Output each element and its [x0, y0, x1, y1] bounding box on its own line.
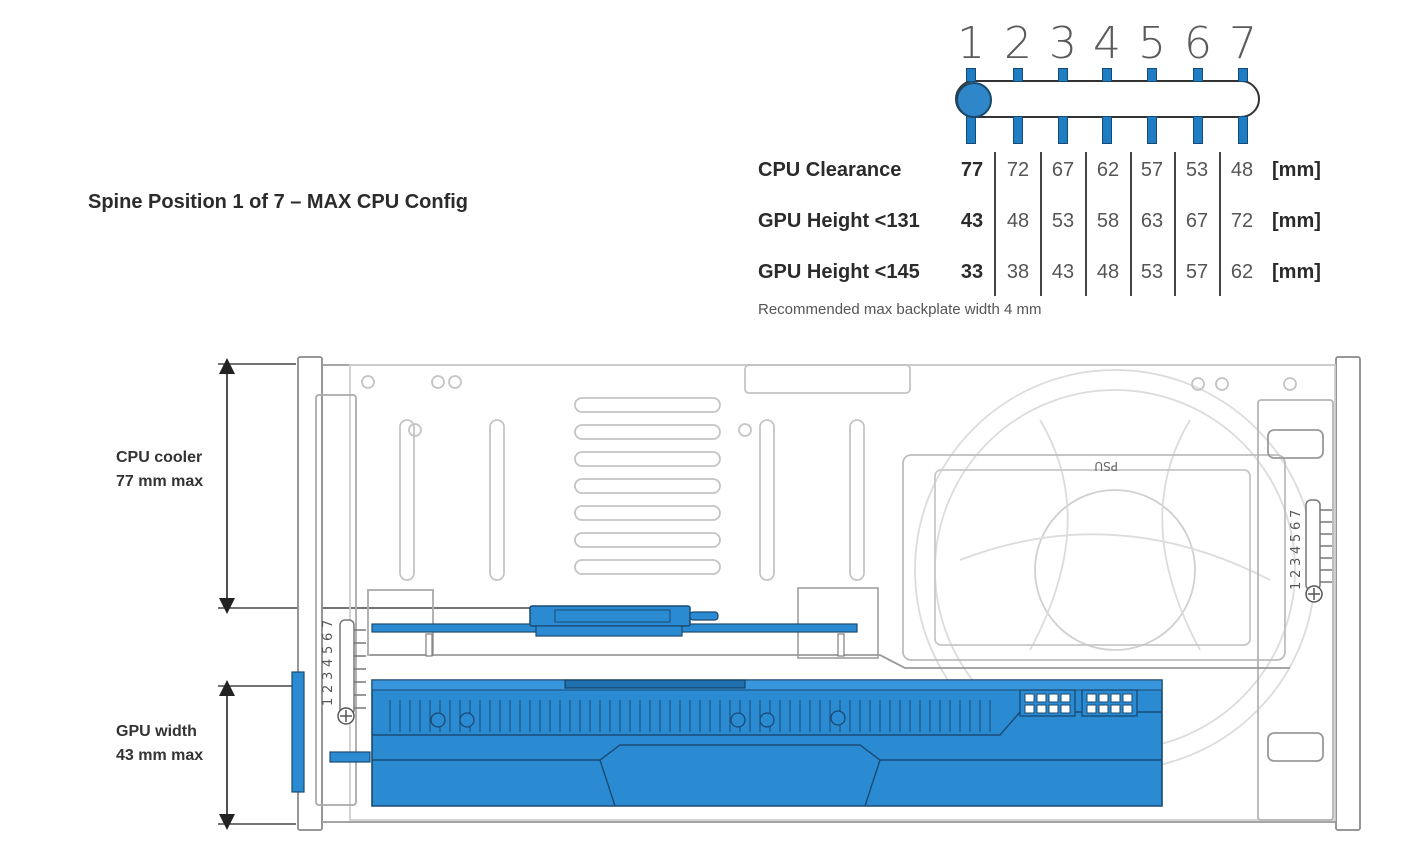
right-scale-1: 1	[1289, 582, 1304, 590]
slider-tick-bottom-5	[1147, 116, 1157, 144]
row-label-gpu-height-131: GPU Height <131	[758, 210, 920, 232]
gpu-width-max-label: 43 mm max	[116, 747, 204, 764]
right-scale-4: 4	[1289, 546, 1304, 554]
position-number-6[interactable]: 6	[1184, 18, 1212, 69]
table-cell: 53	[1140, 261, 1164, 283]
table-cell: 48	[1096, 261, 1120, 283]
left-scale-7: 7	[321, 620, 336, 628]
slider-tick-bottom-4	[1102, 116, 1112, 144]
page-title: Spine Position 1 of 7 – MAX CPU Config	[88, 191, 469, 213]
slider-tick-top-6	[1193, 68, 1203, 82]
gpu-width-dimension-label: GPU width 43 mm max	[116, 720, 203, 768]
right-scale-5: 5	[1289, 534, 1304, 542]
cpu-cooler-dimension-label: CPU cooler 77 mm max	[116, 446, 203, 494]
table-cell: 33	[960, 261, 984, 283]
column-divider	[1174, 152, 1176, 296]
left-scale-1: 1	[321, 698, 336, 706]
dimension-arrows	[218, 358, 530, 830]
gpu-width-label: GPU width	[116, 723, 197, 740]
left-scale-5: 5	[321, 646, 336, 654]
table-cell: 48	[1006, 210, 1030, 232]
backplate-note: Recommended max backplate width 4 mm	[758, 301, 1042, 318]
column-divider	[1219, 152, 1221, 296]
motherboard	[371, 605, 858, 657]
table-cell: 43	[1051, 261, 1075, 283]
unit-label: [mm]	[1272, 261, 1321, 283]
position-number-2[interactable]: 2	[1004, 18, 1032, 69]
table-cell: 63	[1140, 210, 1164, 232]
left-spine-scale: 1 2 3 4 5 6 7	[321, 619, 366, 725]
table-cell: 72	[1006, 159, 1030, 181]
table-cell: 53	[1051, 210, 1075, 232]
table-cell: 67	[1051, 159, 1075, 181]
slider-tick-top-3	[1058, 68, 1068, 82]
row-label-cpu-clearance: CPU Clearance	[758, 159, 902, 181]
right-scale-3: 3	[1289, 558, 1304, 566]
unit-label: [mm]	[1272, 210, 1321, 232]
slider-tick-top-7	[1238, 68, 1248, 82]
slider-tick-bottom-6	[1193, 116, 1203, 144]
table-cell: 57	[1185, 261, 1209, 283]
table-cell: 67	[1185, 210, 1209, 232]
left-scale-3: 3	[321, 672, 336, 680]
position-number-4[interactable]: 4	[1093, 18, 1121, 69]
cpu-cooler-max-label: 77 mm max	[116, 473, 204, 490]
slider-tick-bottom-2	[1013, 116, 1023, 144]
column-divider	[1130, 152, 1132, 296]
right-scale-7: 7	[1289, 510, 1304, 518]
table-cell: 43	[960, 210, 984, 232]
right-scale-6: 6	[1289, 522, 1304, 530]
slider-tick-top-4	[1102, 68, 1112, 82]
gpu	[291, 671, 1163, 807]
table-cell: 62	[1096, 159, 1120, 181]
slider-tick-top-1	[966, 68, 976, 82]
position-number-3[interactable]: 3	[1049, 18, 1077, 69]
unit-label: [mm]	[1272, 159, 1321, 181]
right-scale-2: 2	[1289, 570, 1304, 578]
slider-tick-bottom-3	[1058, 116, 1068, 144]
right-spine-scale: 1 2 3 4 5 6 7	[1289, 499, 1332, 603]
position-number-1[interactable]: 1	[957, 18, 985, 69]
slider-tick-top-2	[1013, 68, 1023, 82]
position-number-7[interactable]: 7	[1229, 18, 1257, 69]
row-label-gpu-height-145: GPU Height <145	[758, 261, 920, 283]
table-cell: 77	[960, 159, 984, 181]
table-cell: 57	[1140, 159, 1164, 181]
table-cell: 62	[1230, 261, 1254, 283]
table-cell: 38	[1006, 261, 1030, 283]
column-divider	[1085, 152, 1087, 296]
slider-tick-top-5	[1147, 68, 1157, 82]
position-number-5[interactable]: 5	[1138, 18, 1166, 69]
slider-tick-bottom-7	[1238, 116, 1248, 144]
left-scale-2: 2	[321, 685, 336, 693]
cpu-cooler-label: CPU cooler	[116, 449, 203, 466]
slider-knob[interactable]	[956, 82, 992, 118]
left-scale-6: 6	[321, 633, 336, 641]
column-divider	[994, 152, 996, 296]
column-divider	[1040, 152, 1042, 296]
psu-label: PSU	[1094, 459, 1118, 473]
table-cell: 58	[1096, 210, 1120, 232]
table-cell: 53	[1185, 159, 1209, 181]
table-cell: 48	[1230, 159, 1254, 181]
table-cell: 72	[1230, 210, 1254, 232]
left-scale-4: 4	[321, 659, 336, 667]
